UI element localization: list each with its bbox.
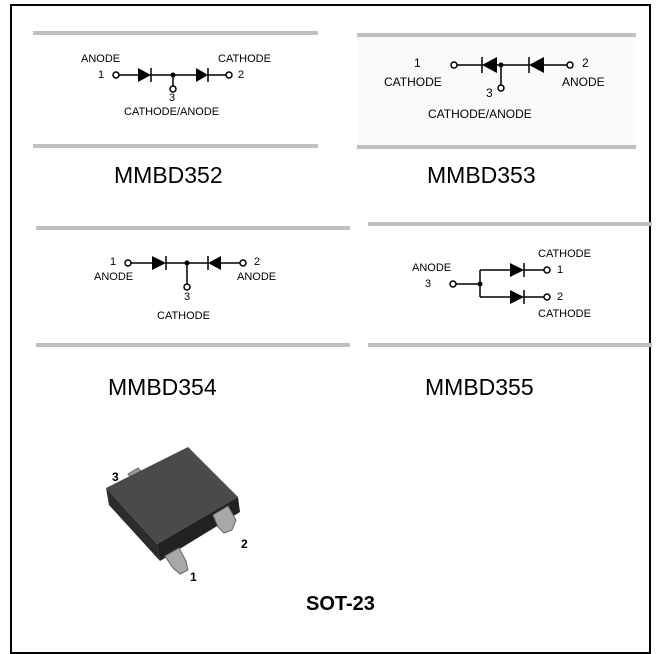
label-355-pin1: 1 [557,264,564,276]
diodes-353 [482,57,544,73]
label-355-pin2: 2 [557,291,564,303]
panel-353-background [357,37,636,145]
junction-dot [477,281,483,287]
diode-symbol [208,256,221,270]
pin-terminal [124,259,132,267]
label-355-cathode-bottom: CATHODE [538,308,591,320]
junction-dot [170,72,176,78]
package-pin1-label: 1 [190,570,197,584]
rule-353-bottom [357,145,636,149]
label-353-anode: ANODE [562,75,605,89]
pin-terminal [449,280,457,288]
rule-354-top [36,226,350,230]
package-front-face [106,488,160,561]
pin-terminal [225,71,233,79]
diodes-355 [477,263,524,304]
label-353-pin2: 2 [582,56,589,70]
label-353-pin3: 3 [486,86,493,100]
junction-dot [184,260,190,266]
pin-terminal [543,266,551,274]
pin-terminal [450,61,458,69]
part-number-mmbd352: MMBD352 [114,162,223,188]
pin-terminal [169,85,177,93]
junction-dot [498,62,504,68]
label-355-anode: ANODE [412,262,452,274]
part-number-mmbd353: MMBD353 [427,162,536,188]
pin-terminal [566,61,574,69]
package-lead-1 [164,547,189,575]
label-354-pin2: 2 [254,256,261,268]
label-354-pin1: 1 [110,256,117,268]
package-top-face [106,447,238,544]
pin-terminal [497,84,505,92]
label-352-pin1: 1 [98,69,105,81]
diode-symbol [138,68,151,82]
diode-symbol [529,57,544,73]
label-353-cathode: CATHODE [384,75,442,89]
package-lead-2 [212,505,237,534]
package-pin2-label: 2 [241,537,248,551]
label-353-pin1: 1 [414,56,421,70]
pin-terminal [239,259,247,267]
label-354-anode-left: ANODE [94,271,134,283]
separator-rules [33,31,652,347]
label-354-anode-right: ANODE [237,271,277,283]
rule-355-top [368,222,652,226]
pin-terminal [543,293,551,301]
diodes-352 [138,68,208,82]
label-352-pin3: 3 [169,92,176,104]
diode-symbol [196,68,208,82]
diode-symbol [482,57,497,73]
diode-symbol [510,263,524,277]
label-355-cathode-top: CATHODE [538,248,591,260]
pin-terminal [183,283,191,291]
pin-terminal [112,71,120,79]
schematic-352 [112,68,233,93]
diodes-354 [152,256,221,270]
label-352-pin2: 2 [238,69,245,81]
rule-355-bottom [368,343,652,347]
package-name: SOT-23 [306,593,375,615]
label-355-pin3: 3 [425,278,432,290]
rule-352-top [33,31,318,35]
rule-353-top [357,33,636,37]
label-353-cathode-anode: CATHODE/ANODE [428,107,532,121]
label-352-cathode: CATHODE [218,53,271,65]
sot23-package-icon [106,447,240,575]
part-number-mmbd355: MMBD355 [425,374,534,400]
label-354-pin3: 3 [184,291,191,303]
diode-symbol [510,290,524,304]
label-354-cathode: CATHODE [157,310,210,322]
label-352-anode: ANODE [81,53,121,65]
label-352-cathode-anode: CATHODE/ANODE [124,106,220,118]
rule-352-bottom [33,144,318,148]
diode-symbol [152,256,166,270]
rule-354-bottom [36,343,350,347]
part-number-mmbd354: MMBD354 [108,374,217,400]
schematic-355 [449,263,551,304]
package-pin3-label: 3 [112,470,119,484]
